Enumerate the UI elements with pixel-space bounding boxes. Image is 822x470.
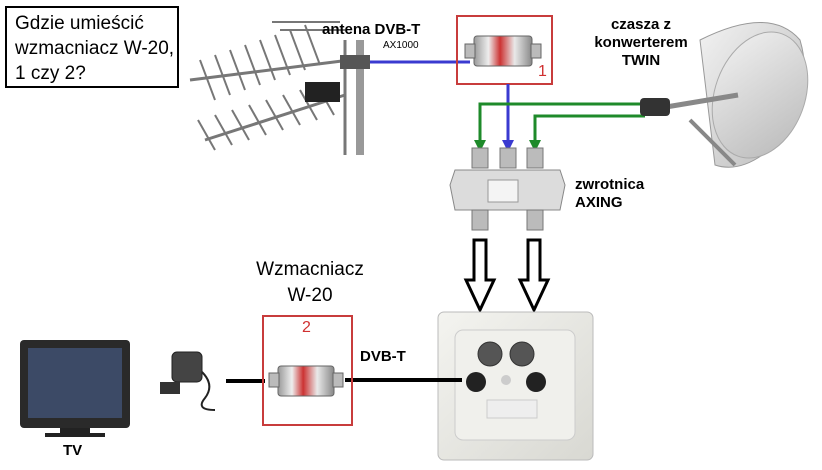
question-line-2: wzmacniacz W-20, <box>15 38 175 59</box>
diplexer-label-line-1: zwrotnica <box>575 176 645 193</box>
dish-label-line-2: konwerterem <box>594 34 688 51</box>
wall-socket-image <box>437 311 594 461</box>
tv-image <box>20 340 130 437</box>
satellite-dish-image <box>640 22 809 168</box>
question-line-1: Gdzie umieścić <box>15 13 144 34</box>
diplexer-label-line-2: AXING <box>575 194 623 211</box>
tv-cabling <box>226 378 462 383</box>
dish-label-line-1: czasza z <box>610 16 672 33</box>
down-arrow-left <box>463 238 497 314</box>
antenna-label: antena DVB-T <box>322 21 421 38</box>
diplexer-label: zwrotnica AXING <box>575 176 644 212</box>
question-line-3: 1 czy 2? <box>15 63 86 84</box>
amplifier-position-1-box <box>456 15 553 85</box>
power-supply-image <box>160 351 216 411</box>
position-1-number: 1 <box>538 63 547 80</box>
question-box: Gdzie umieścić wzmacniacz W-20, 1 czy 2? <box>5 6 179 88</box>
down-arrow-right <box>517 238 551 314</box>
amplifier-label-line-1: Wzmacniacz <box>256 259 364 280</box>
amplifier-2-image <box>268 365 344 397</box>
cable-label: DVB-T <box>360 348 406 365</box>
diplexer-image <box>449 147 566 231</box>
amplifier-position-2-box <box>262 315 353 426</box>
antenna-image <box>189 21 370 155</box>
dish-label: czasza z konwerterem TWIN <box>580 16 702 70</box>
amplifier-label: Wzmacniacz W-20 <box>240 257 380 309</box>
dish-label-line-3: TWIN <box>621 52 661 69</box>
amplifier-label-line-2: W-20 <box>287 285 333 306</box>
antenna-model: AX1000 <box>383 40 419 51</box>
cable-routing <box>474 84 645 152</box>
position-2-number: 2 <box>302 319 311 336</box>
amplifier-1-image <box>464 35 542 67</box>
tv-label: TV <box>63 442 83 459</box>
